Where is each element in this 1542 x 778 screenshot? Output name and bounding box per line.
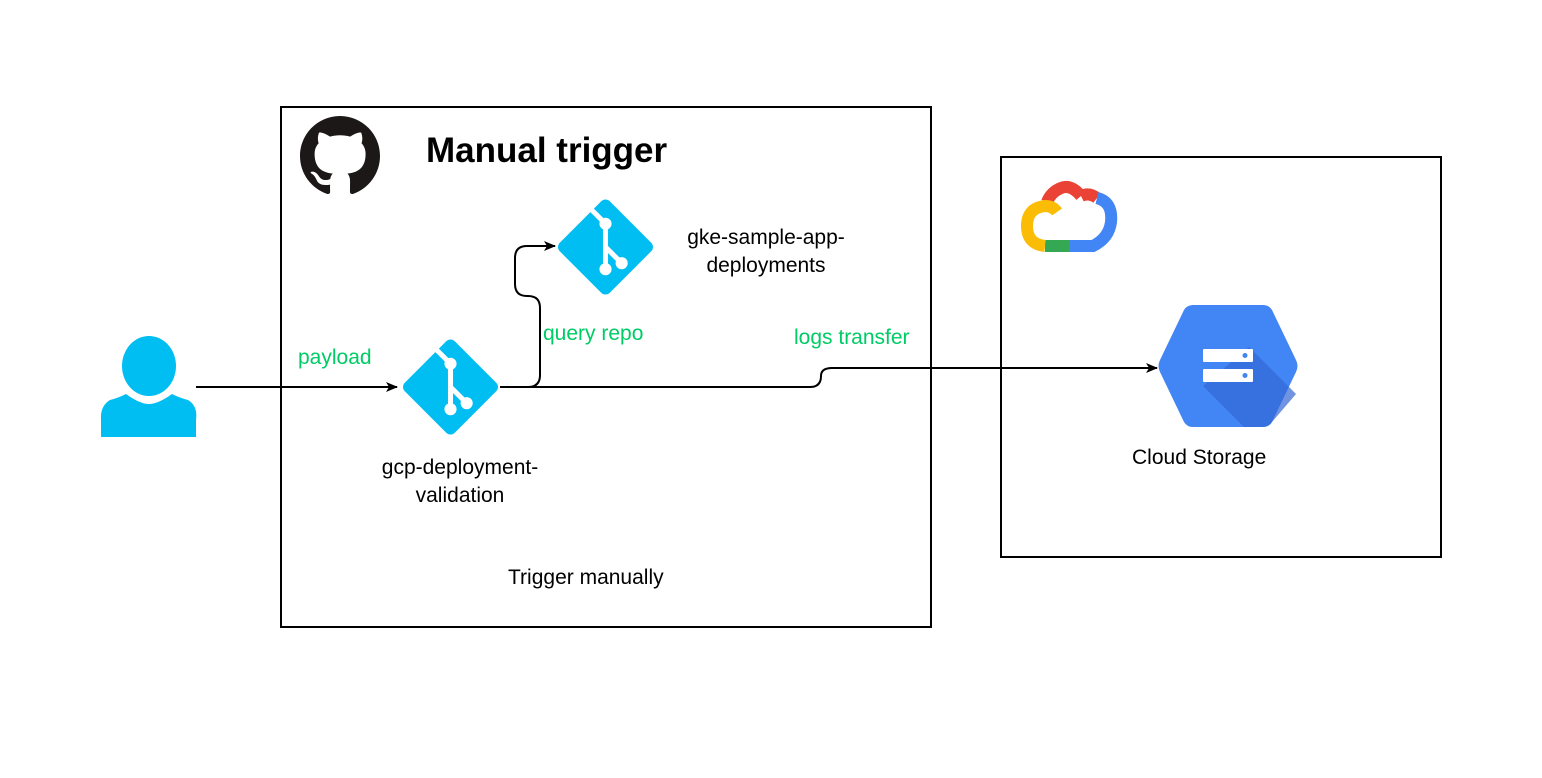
cloud-storage-label: Cloud Storage: [1132, 446, 1267, 469]
google-cloud-icon: [1020, 181, 1118, 252]
query-repo-edge-label: query repo: [543, 322, 644, 345]
google-cloud-container: [1000, 156, 1442, 558]
github-box-title: Manual trigger: [426, 131, 668, 170]
payload-edge-label: payload: [298, 346, 372, 369]
git-repo-icon: [403, 339, 498, 435]
github-actions-container: [280, 106, 932, 628]
cloud-storage-icon: [1158, 305, 1298, 427]
git-repo-icon: [558, 199, 653, 295]
github-box-footer: Trigger manually: [508, 566, 664, 589]
logs-transfer-edge-label: logs transfer: [794, 326, 910, 349]
query-repo-connector: [500, 241, 556, 388]
github-icon: [300, 116, 380, 195]
user-icon: [100, 336, 197, 437]
validation-repo-label: gcp-deployment- validation: [381, 456, 539, 507]
logs-transfer-connector: [500, 363, 1158, 388]
sample-repo-label: gke-sample-app- deployments: [687, 226, 845, 277]
